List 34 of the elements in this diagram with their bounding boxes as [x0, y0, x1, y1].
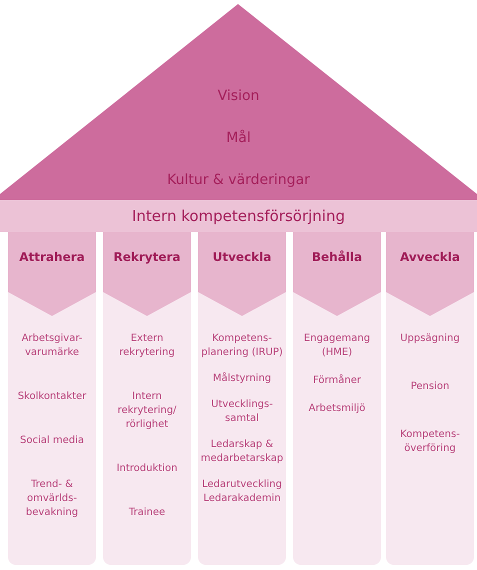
column-heading: Avveckla — [399, 250, 461, 264]
list-item-text: Ledarutveckling Ledarakademin — [201, 478, 283, 506]
column-heading: Attrahera — [18, 250, 86, 264]
pillar-panel — [198, 232, 286, 565]
pillar-panel — [386, 232, 474, 565]
list-item-text: Utvecklings-samtal — [210, 398, 274, 426]
list-item-text: Uppsägning — [399, 332, 461, 346]
pillar-panel — [103, 232, 191, 565]
list-item-text: Ledarskap & medarbetarskap — [200, 438, 284, 466]
list-item-text: Skolkontakter — [16, 390, 88, 404]
list-item-text: Målstyrning — [212, 372, 272, 386]
list-item-text: Extern rekrytering — [118, 332, 176, 360]
list-item-text: Trend- & omvärlds-bevakning — [24, 478, 80, 520]
list-item-text: Arbetsgivar-varumärke — [20, 332, 84, 360]
roof-text: Vision — [218, 88, 260, 104]
list-item-text: Social media — [19, 434, 85, 448]
list-item-text: Intern rekrytering/ rörlighet — [116, 390, 178, 432]
roof-text: Kultur & värderingar — [167, 172, 310, 188]
list-item-text: Kompetens-överföring — [399, 428, 461, 456]
band-title: Intern kompetensförsörjning — [132, 207, 345, 225]
list-item-text: Arbetsmiljö — [308, 402, 366, 416]
list-item-text: Kompetens-planering (IRUP) — [200, 332, 284, 360]
pillar-panel — [293, 232, 381, 565]
roof-text: Mål — [226, 130, 251, 146]
header-band — [0, 200, 477, 232]
list-item-text: Pension — [410, 380, 450, 394]
column-heading: Behålla — [310, 250, 364, 264]
column-heading: Rekrytera — [112, 250, 182, 264]
list-item-text: Introduktion — [116, 462, 178, 476]
list-item-text: Engagemang (HME) — [302, 332, 372, 360]
column-heading: Utveckla — [212, 250, 272, 264]
list-item-text: Trainee — [128, 506, 166, 520]
list-item-text: Förmåner — [312, 374, 362, 388]
pillar-panel — [8, 232, 96, 565]
